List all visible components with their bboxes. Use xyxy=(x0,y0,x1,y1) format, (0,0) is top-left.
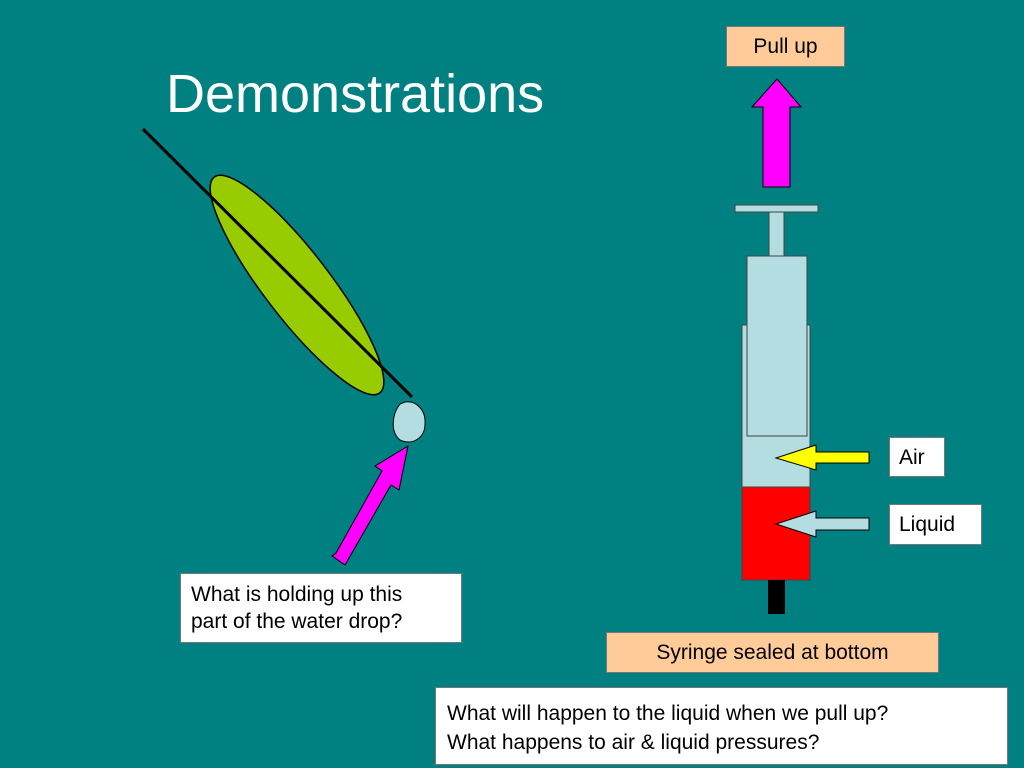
syringe-sealed-label: Syringe sealed at bottom xyxy=(606,632,939,673)
question-line: What happens to air & liquid pressures? xyxy=(447,731,820,754)
magenta-up-arrow-icon xyxy=(750,78,803,188)
liquid-label: Liquid xyxy=(889,504,982,545)
syringe-question: What will happen to the liquid when we p… xyxy=(435,687,1008,765)
magenta-pointer-arrow-icon xyxy=(331,444,409,566)
pull-up-label: Pull up xyxy=(726,26,845,67)
leaf-diagram xyxy=(141,127,426,566)
liquid-column xyxy=(741,486,811,581)
air-label: Air xyxy=(889,437,945,477)
syringe-seal xyxy=(768,580,785,614)
question-line: part of the water drop? xyxy=(191,610,403,633)
question-line: What is holding up this xyxy=(191,583,403,606)
water-drop-question: What is holding up this part of the wate… xyxy=(180,573,462,643)
water-drop-icon xyxy=(392,401,426,443)
slide-title: Demonstrations xyxy=(166,64,545,124)
question-line: What will happen to the liquid when we p… xyxy=(447,702,889,725)
leaf-stem xyxy=(141,127,414,399)
plunger-rod xyxy=(768,211,785,257)
yellow-left-arrow-icon xyxy=(774,444,870,471)
leaf-icon xyxy=(209,174,385,396)
syringe-diagram xyxy=(734,78,870,614)
plunger-head xyxy=(746,255,808,437)
plunger-handle xyxy=(734,204,819,213)
blue-left-arrow-icon xyxy=(774,510,870,538)
